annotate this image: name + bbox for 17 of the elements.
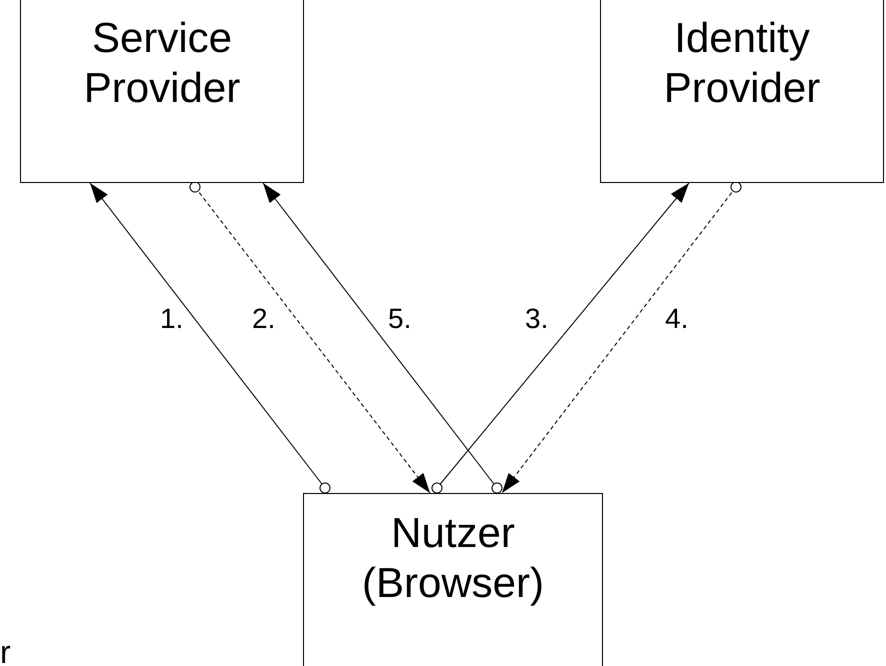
edge-label: 3. xyxy=(525,302,548,336)
text-fragment: r xyxy=(0,634,11,666)
box-label: Identity Provider xyxy=(662,13,822,113)
edge-label: 5. xyxy=(388,302,412,336)
arrow xyxy=(262,182,502,494)
process-box xyxy=(600,0,884,183)
dashed-arrow xyxy=(502,182,742,494)
process-box xyxy=(303,493,603,666)
edge-label: 4. xyxy=(665,302,688,336)
box-label: Service Provider xyxy=(82,13,242,113)
arrow xyxy=(90,182,330,494)
edge-label: 1. xyxy=(160,302,184,336)
arrow xyxy=(432,182,690,494)
box-label: Nutzer (Browser) xyxy=(360,508,545,608)
process-box xyxy=(20,0,304,183)
dashed-arrow xyxy=(190,182,430,494)
edge-label: 2. xyxy=(252,302,276,336)
